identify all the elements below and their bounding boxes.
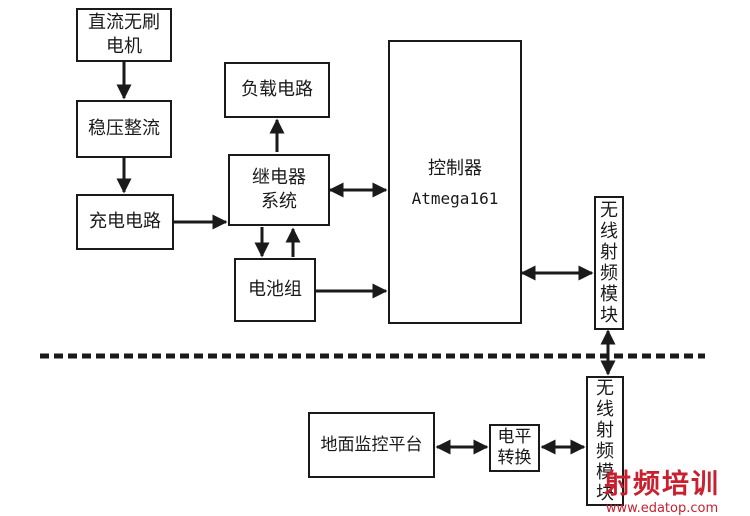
- block-controller: 控制器 Atmega161: [388, 40, 522, 324]
- block-motor-label: 直流无刷 电机: [88, 12, 160, 57]
- watermark-title: 射频培训: [604, 469, 720, 500]
- block-rf-lower-label: 无 线 射 频 模 块: [596, 378, 614, 504]
- block-load: 负载电路: [224, 62, 330, 118]
- block-battery: 电池组: [234, 258, 316, 322]
- block-level-shift-label: 电平 转换: [497, 427, 532, 468]
- block-level-shift: 电平 转换: [489, 424, 540, 472]
- block-rf-lower: 无 线 射 频 模 块: [586, 376, 624, 506]
- block-controller-name: 控制器: [428, 158, 482, 179]
- block-motor: 直流无刷 电机: [76, 8, 172, 62]
- block-charger-label: 充电电路: [89, 211, 161, 232]
- block-rf-upper: 无 线 射 频 模 块: [594, 196, 624, 330]
- watermark: 射频培训 www.edatop.com: [578, 462, 746, 516]
- block-battery-label: 电池组: [248, 279, 302, 300]
- block-controller-chip: Atmega161: [411, 189, 499, 208]
- block-ground-station: 地面监控平台: [308, 412, 435, 478]
- block-load-label: 负载电路: [241, 79, 313, 100]
- block-relay-label: 继电器 系统: [252, 167, 306, 212]
- block-relay: 继电器 系统: [228, 154, 330, 226]
- block-ground-station-label: 地面监控平台: [320, 435, 423, 455]
- block-regulator-label: 稳压整流: [88, 118, 160, 139]
- watermark-url: www.edatop.com: [605, 501, 719, 516]
- block-rf-upper-label: 无 线 射 频 模 块: [600, 200, 618, 326]
- block-regulator: 稳压整流: [76, 100, 172, 158]
- block-charger: 充电电路: [76, 194, 174, 250]
